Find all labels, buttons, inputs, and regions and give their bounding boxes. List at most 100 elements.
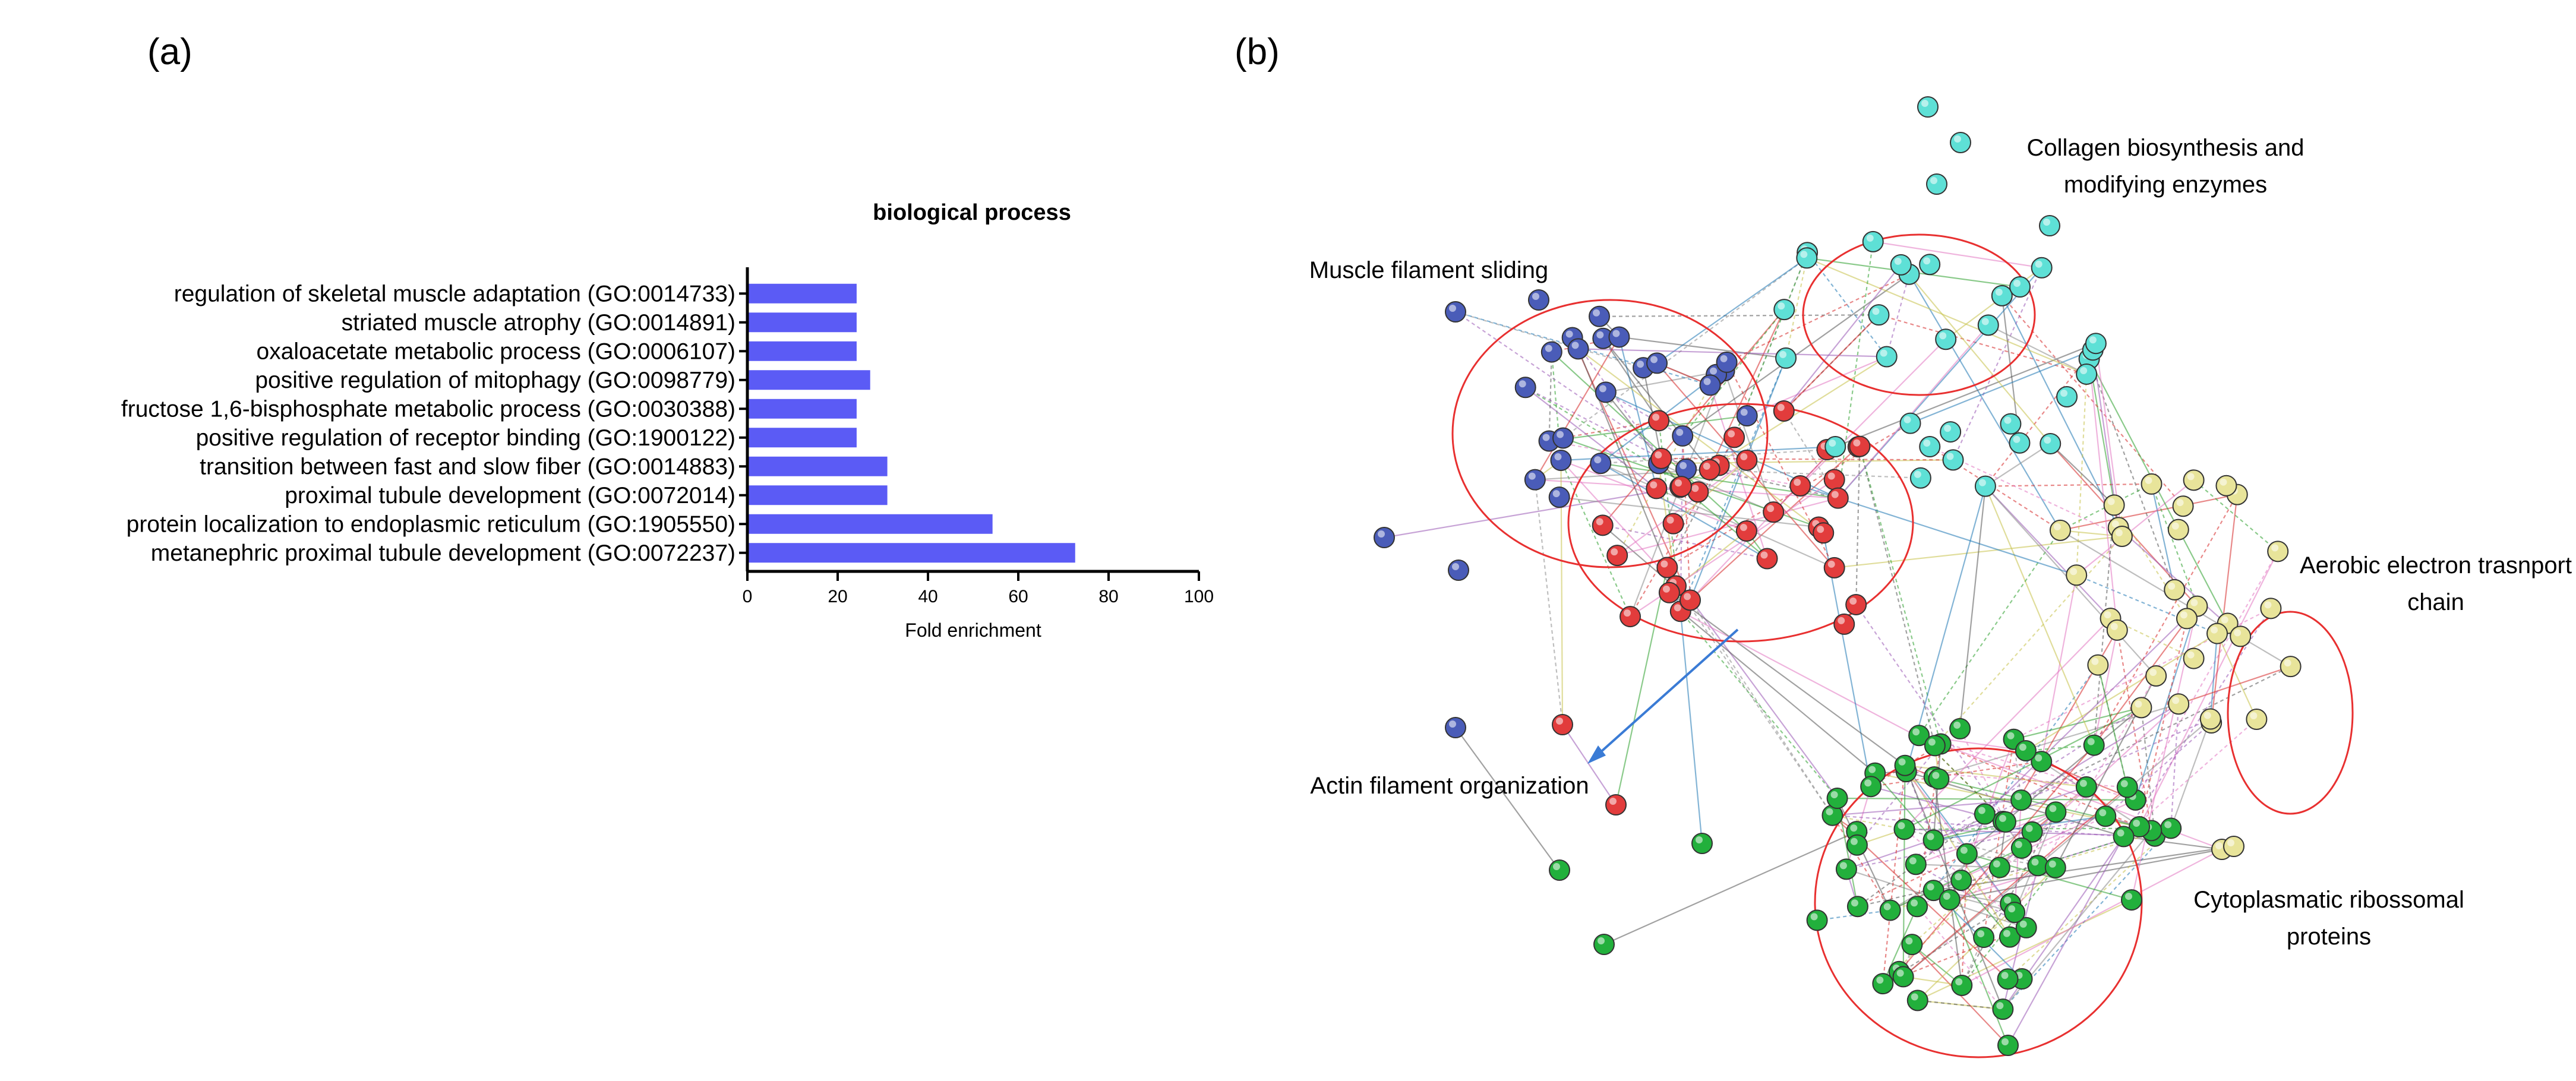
- network-edge: [1859, 446, 1936, 746]
- node-highlight: [2107, 498, 2115, 505]
- x-tick-label: 100: [1184, 587, 1214, 606]
- network-node: [2113, 826, 2135, 848]
- node-highlight: [2008, 905, 2016, 913]
- network-node: [1906, 896, 1928, 918]
- network-node: [1823, 469, 1845, 491]
- network-node: [1909, 467, 1931, 489]
- network-node: [1528, 289, 1549, 311]
- node-highlight: [1596, 331, 1604, 339]
- network-edge: [1549, 415, 1747, 442]
- network-node: [2167, 519, 2189, 540]
- network-node: [2044, 856, 2066, 878]
- network-edge: [1578, 348, 1887, 358]
- network-edge: [1949, 899, 2009, 1046]
- network-node: [1977, 314, 1999, 336]
- network-edge: [2139, 618, 2188, 827]
- network-node: [1905, 854, 1927, 875]
- node-highlight: [1955, 978, 1963, 985]
- node-highlight: [1911, 899, 1918, 907]
- network-edge: [1917, 1000, 2003, 1010]
- node-highlight: [2080, 366, 2088, 374]
- network-edge: [2093, 494, 2238, 746]
- network-edge: [1911, 944, 1962, 986]
- network-node: [1691, 833, 1713, 854]
- network-edge: [1985, 485, 2111, 619]
- network-node: [1892, 966, 1914, 988]
- network-node: [1974, 475, 1996, 497]
- network-edge: [1832, 814, 1905, 830]
- node-highlight: [1710, 367, 1718, 375]
- network-edge: [1384, 486, 1681, 539]
- network-edge: [2151, 483, 2198, 607]
- node-highlight: [2264, 601, 2272, 609]
- network-node: [2040, 432, 2062, 454]
- network-node: [2183, 469, 2205, 491]
- network-node: [1997, 1035, 2019, 1056]
- node-highlight: [2180, 611, 2187, 619]
- node-highlight: [1921, 100, 1928, 107]
- node-highlight: [2019, 920, 2027, 928]
- network-edge: [1933, 777, 1963, 986]
- network-node: [1699, 459, 1721, 481]
- node-highlight: [1849, 597, 1857, 605]
- node-highlight: [1872, 308, 1880, 315]
- network-node: [1860, 776, 1882, 798]
- network-node: [1656, 557, 1678, 579]
- node-highlight: [2044, 436, 2051, 444]
- node-highlight: [1740, 409, 1748, 416]
- node-highlight: [1850, 824, 1858, 832]
- network-edge: [1903, 618, 2111, 830]
- network-edge: [2076, 479, 2195, 576]
- network-edge: [2025, 744, 2094, 752]
- network-node: [2164, 579, 2186, 600]
- node-highlight: [2053, 523, 2061, 530]
- network-node: [1658, 581, 1680, 603]
- network-node: [1827, 487, 1849, 509]
- network-node: [1974, 803, 1996, 825]
- node-highlight: [2003, 930, 2010, 937]
- node-highlight: [1826, 808, 1833, 816]
- node-highlight: [1981, 318, 1989, 325]
- network-node: [1593, 934, 1615, 955]
- node-highlight: [1650, 481, 1658, 489]
- network-edge: [1619, 336, 1786, 359]
- network-edge: [1915, 864, 2000, 868]
- network-edge: [1832, 814, 2124, 837]
- node-highlight: [1830, 791, 1838, 799]
- node-highlight: [2091, 658, 2099, 665]
- network-node: [1826, 788, 1848, 810]
- network-edge: [1680, 611, 1838, 799]
- node-highlight: [1939, 332, 1947, 340]
- network-edge: [1917, 906, 2004, 1010]
- node-highlight: [2004, 896, 2012, 904]
- network-edge: [1602, 309, 1785, 526]
- node-highlight: [2187, 473, 2195, 481]
- node-highlight: [1691, 485, 1699, 492]
- node-highlight: [2007, 732, 2015, 739]
- network-node: [1789, 475, 1811, 497]
- node-highlight: [2001, 972, 2009, 979]
- network-edge: [1832, 815, 1891, 911]
- network-node: [2141, 473, 2163, 495]
- network-edge: [1933, 718, 2211, 841]
- node-highlight: [2221, 616, 2228, 624]
- network-node: [1646, 478, 1668, 500]
- node-highlight: [1552, 490, 1560, 498]
- node-highlight: [2019, 743, 2026, 751]
- network-node: [1924, 735, 1946, 757]
- node-highlight: [1954, 135, 1961, 143]
- network-node: [1868, 304, 1890, 326]
- node-highlight: [2048, 860, 2056, 868]
- node-highlight: [1545, 344, 1552, 352]
- network-edge: [1837, 241, 1874, 498]
- network-node: [1926, 173, 1947, 195]
- node-highlight: [1609, 798, 1617, 805]
- node-highlight: [1542, 434, 1550, 441]
- node-highlight: [1452, 563, 1459, 570]
- network-node: [1833, 613, 1855, 635]
- network-edge: [1959, 486, 1987, 729]
- node-highlight: [1571, 342, 1579, 349]
- network-edge: [1680, 611, 1876, 774]
- network-node: [1846, 834, 1868, 856]
